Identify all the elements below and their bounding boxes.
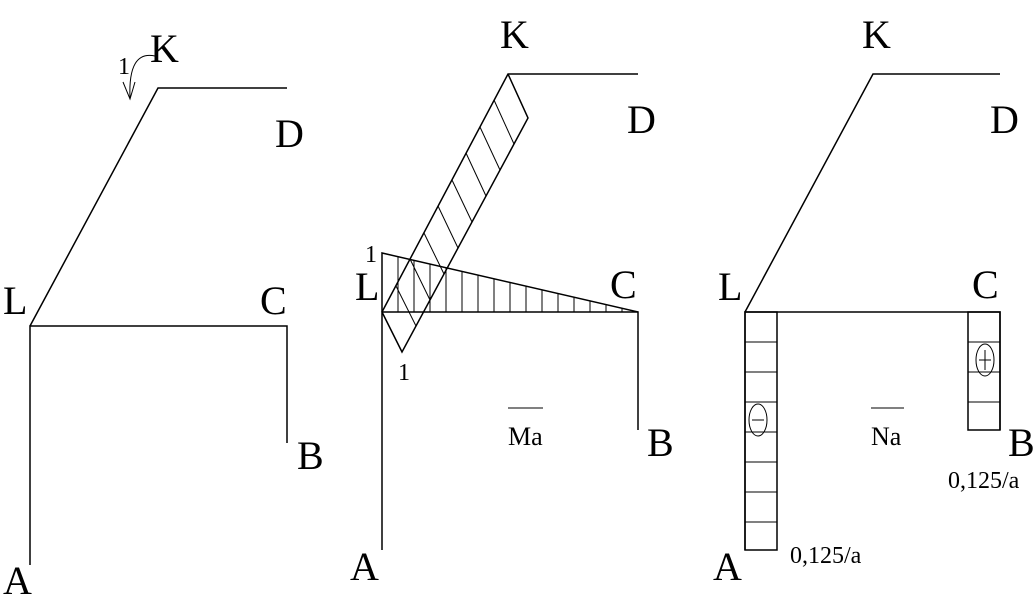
diagram-2-title: Ma: [508, 422, 543, 451]
sign-circle-left: [748, 403, 768, 437]
moment-hatch-inclined: [381, 73, 529, 353]
moment-diagram-inclined: [381, 73, 529, 354]
axial-band-left: [744, 311, 778, 551]
axial-band-right: [967, 311, 1001, 431]
label-c: C: [972, 262, 999, 307]
moment-arrow-arc: [129, 54, 156, 99]
label-a: A: [3, 558, 32, 603]
axial-band-right-hatch: [968, 341, 1000, 403]
label-k: K: [150, 26, 179, 71]
label-k: K: [500, 12, 529, 57]
label-b: B: [647, 420, 674, 465]
moment-label: 1: [118, 54, 130, 80]
value-top: 1: [365, 242, 377, 268]
label-l: L: [355, 264, 379, 309]
diagram-1-frame: 1 K D L C B A: [3, 26, 324, 603]
diagram-3-normal-force: Na 0,125/a 0,125/a K D L C B A: [713, 12, 1035, 589]
label-a: A: [713, 544, 742, 589]
moment-arrow-head: [122, 81, 136, 101]
label-c: C: [260, 278, 287, 323]
sign-circle-right: [975, 343, 995, 377]
moment-hatch-beam: [397, 257, 623, 312]
label-d: D: [627, 97, 656, 142]
frame-1-members: [29, 87, 288, 565]
value-bottom: 1: [398, 360, 410, 386]
axial-band-left-hatch: [745, 341, 777, 523]
value-right: 0,125/a: [948, 468, 1020, 494]
diagram-3-title: Na: [871, 422, 902, 451]
label-k: K: [862, 12, 891, 57]
label-b: B: [297, 433, 324, 478]
label-b: B: [1008, 420, 1035, 465]
label-d: D: [990, 97, 1019, 142]
label-a: A: [350, 544, 379, 589]
value-left: 0,125/a: [790, 543, 862, 569]
label-l: L: [3, 278, 27, 323]
diagram-2-moment: 1 1 Ma K D L C B A: [350, 12, 674, 589]
moment-diagram-beam: [381, 252, 639, 313]
label-c: C: [610, 262, 637, 307]
label-l: L: [718, 264, 742, 309]
label-d: D: [275, 111, 304, 156]
